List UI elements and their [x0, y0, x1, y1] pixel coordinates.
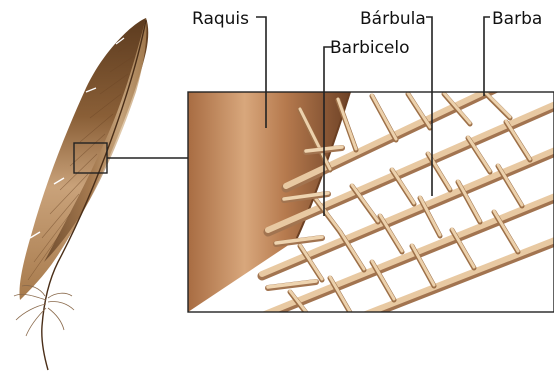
- feather-illustration: [14, 18, 188, 370]
- label-barba-text: Barba: [492, 9, 542, 29]
- feather-vane: [20, 18, 149, 300]
- label-barbicelo-text: Barbicelo: [330, 38, 410, 58]
- label-barbula-text: Bárbula: [360, 9, 426, 29]
- label-raquis-text: Raquis: [192, 9, 249, 29]
- zoom-panel: [188, 56, 554, 330]
- label-barba: Barba: [484, 9, 542, 96]
